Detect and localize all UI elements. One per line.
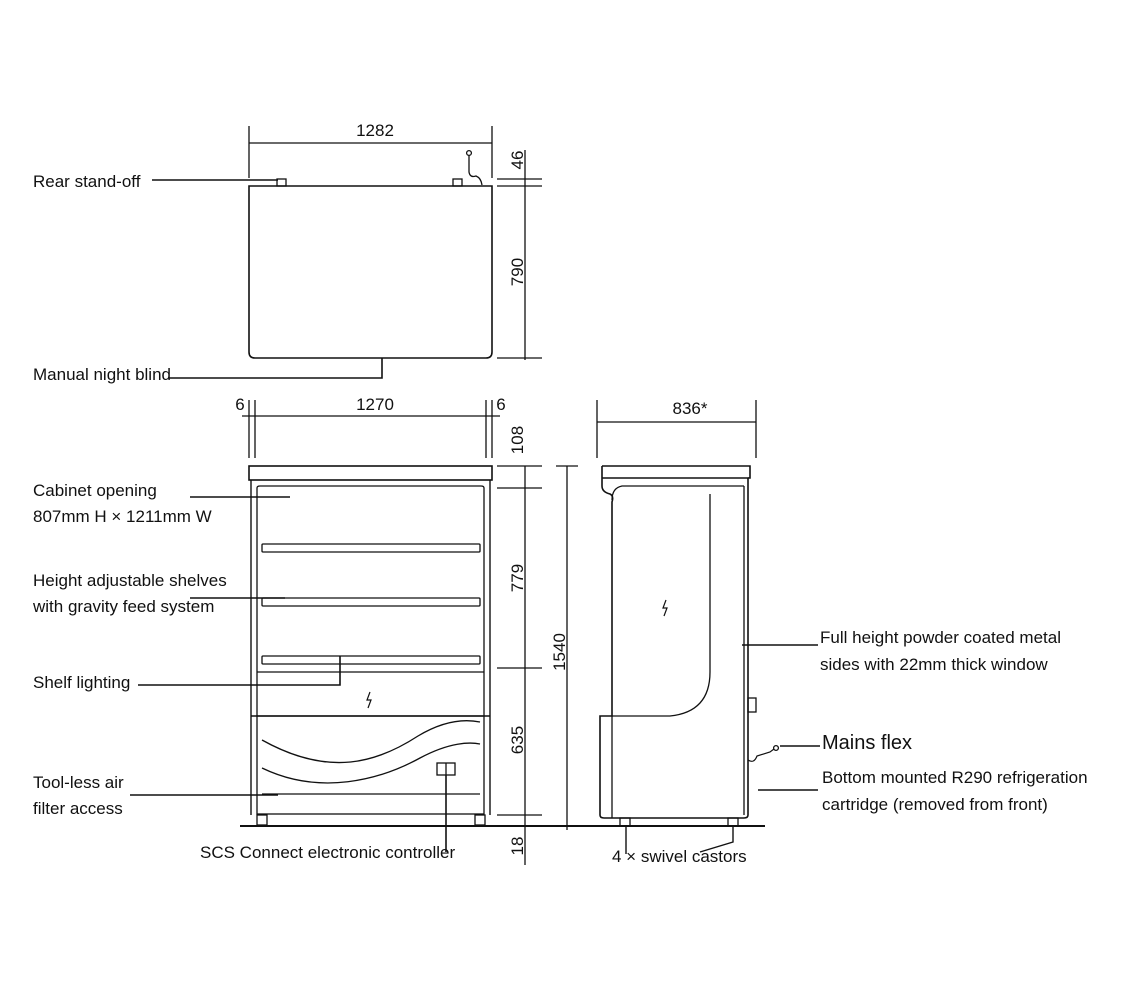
label-filter-1: Tool-less air (33, 773, 124, 792)
label-controller: SCS Connect electronic controller (200, 843, 455, 862)
base-wave-lower (261, 742, 481, 784)
label-cartridge-1: Bottom mounted R290 refrigeration (822, 768, 1088, 787)
front-foot-right (474, 814, 486, 826)
side-depth-dim: 836* (673, 399, 708, 418)
side-castor-right (727, 817, 739, 827)
leader-night-blind (168, 358, 383, 379)
label-night-blind: Manual night blind (33, 365, 171, 384)
base-wave-upper (261, 720, 481, 764)
leader-castors (625, 826, 734, 854)
shelf-3 (261, 655, 481, 665)
side-mains-cable (747, 748, 775, 762)
leader-shelf-lighting (138, 656, 341, 686)
label-shelves-2: with gravity feed system (32, 597, 214, 616)
label-sides-2: sides with 22mm thick window (820, 655, 1048, 674)
label-sides-1: Full height powder coated metal (820, 628, 1061, 647)
front-opening-dim: 779 (508, 564, 527, 592)
label-castors: 4 × swivel castors (612, 847, 747, 866)
label-mains-flex: Mains flex (822, 732, 912, 754)
side-cabinet-outline (599, 466, 749, 819)
label-shelves-1: Height adjustable shelves (33, 571, 227, 590)
label-cartridge-2: cartridge (removed from front) (822, 795, 1048, 814)
shelf-1 (261, 543, 481, 553)
front-right-gap-dim: 6 (496, 395, 505, 414)
total-height-dim: 1540 (550, 633, 569, 671)
front-base-dim: 635 (508, 726, 527, 754)
front-canopy (248, 465, 493, 481)
label-cabinet-opening-2: 807mm H × 1211mm W (33, 507, 212, 526)
top-cabinet-body (248, 185, 493, 359)
front-castor-dim: 18 (508, 837, 527, 856)
front-logo-glyph (366, 691, 372, 709)
side-castor-left (619, 817, 631, 827)
label-cabinet-opening-1: Cabinet opening (33, 481, 157, 500)
top-width-dim: 1282 (356, 121, 394, 140)
shelf-2 (261, 597, 481, 607)
front-width-dim: 1270 (356, 395, 394, 414)
front-view (130, 400, 765, 865)
side-view (596, 400, 820, 854)
side-window-curve (612, 494, 711, 717)
base-panel (256, 715, 485, 815)
top-depth-dim: 790 (508, 258, 527, 286)
top-standoff-dim: 46 (508, 151, 527, 170)
top-view (152, 126, 542, 379)
label-shelf-lighting: Shelf lighting (33, 673, 130, 692)
side-rear-box (747, 697, 757, 713)
side-logo-glyph (662, 599, 668, 617)
front-left-gap-dim: 6 (235, 395, 244, 414)
front-top-dim: 108 (508, 426, 527, 454)
label-rear-standoff: Rear stand-off (33, 172, 141, 191)
rear-standoff-left (276, 178, 287, 187)
label-filter-2: filter access (33, 799, 123, 818)
top-mains-cable (468, 155, 483, 186)
rear-standoff-right (452, 178, 463, 187)
front-foot-left (256, 814, 268, 826)
